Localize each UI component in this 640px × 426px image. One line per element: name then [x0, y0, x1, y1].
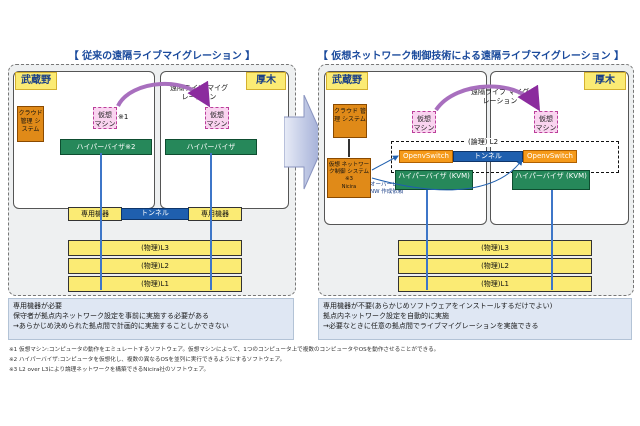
logical-l2-region [391, 141, 619, 173]
footnote-1: ※1 仮想マシン:コンピュータの動作をエミュレートするソフトウェア。仮想マシンに… [9, 347, 440, 353]
right-connection-line-a [426, 190, 428, 290]
left-summary-box: 専用機器が必要 保守者が拠点内ネットワーク設定を事前に実施する必要がある →あら… [8, 298, 294, 340]
left-physical-l2: (物理)L2 [68, 258, 242, 274]
left-hypervisor-a: ハイパーバイザ※2 [60, 139, 152, 155]
mgmt-to-vnet-connector [348, 139, 350, 157]
right-site-b-box [490, 71, 629, 225]
right-migration-label: 遠隔ライブ マイグレーション [470, 88, 530, 105]
left-connection-line-b [210, 153, 212, 290]
right-physical-l3: (物理)L3 [398, 240, 592, 256]
left-cloud-mgmt-system: クラウド 管理 システム [17, 106, 44, 142]
left-migration-arrow [116, 80, 211, 108]
vnet-system-label: 仮想 ネットワーク制御 システム※3 [328, 162, 370, 182]
left-vm-source: 仮想 マシン [93, 107, 117, 129]
right-summary-line-3: →必要なときに任意の拠点間でライブマイグレーションを実施できる [323, 322, 539, 330]
right-cloud-mgmt-system: クラウド 管理 システム [333, 104, 367, 138]
footnote-3: ※3 L2 over L3により論理ネットワークを構築できるNicira社のソフ… [9, 367, 210, 373]
vnet-system-vendor: Nicira [341, 184, 357, 190]
right-site-a-label: 武蔵野 [326, 72, 368, 90]
overlay-request-arrow-a [371, 155, 399, 171]
right-site-a-box [324, 71, 487, 225]
right-panel-title: 【 仮想ネットワーク制御技術による遠隔ライブマイグレーション 】 [317, 51, 625, 62]
right-physical-l2: (物理)L2 [398, 258, 592, 274]
right-vm-source: 仮想 マシン [412, 111, 436, 133]
left-summary-line-1: 専用機器が必要 [13, 302, 62, 310]
right-summary-box: 専用機器が不要(あらかじめソフトウェアをインストールするだけでよい) 拠点内ネッ… [318, 298, 632, 340]
left-physical-l1: (物理)L1 [68, 276, 242, 292]
left-summary-line-2: 保守者が拠点内ネットワーク設定を事前に実施する必要がある [13, 312, 209, 320]
right-summary-line-2: 拠点内ネットワーク設定を自動的に実施 [323, 312, 449, 320]
right-hypervisor-b: ハイパーバイザ (KVM) [512, 170, 590, 190]
left-site-b-label: 厚木 [246, 72, 286, 90]
left-connection-line-a [100, 153, 102, 290]
overlay-request-note: オーバーレイNW 作成依頼 [370, 182, 404, 195]
left-summary-line-3: →あらかじめ決められた拠点間で計画的に実施することしかできない [13, 322, 229, 330]
right-site-b-label: 厚木 [584, 72, 626, 90]
footnote-2: ※2 ハイパーバイザ:コンピュータを仮想化し、複数の異なるOSを並列に実行できる… [9, 357, 286, 363]
left-vm-destination: 仮想 マシン [205, 107, 229, 129]
right-virtual-network-control-system: 仮想 ネットワーク制御 システム※3 Nicira [327, 158, 371, 198]
right-migration-arrow [434, 84, 541, 112]
transition-arrow-icon [284, 95, 326, 190]
right-connection-line-b [551, 190, 553, 290]
left-tunnel: トンネル [121, 208, 189, 220]
right-summary-line-1: 専用機器が不要(あらかじめソフトウェアをインストールするだけでよい) [323, 302, 553, 310]
logical-l2-label: (論理) L2 [466, 138, 501, 147]
left-physical-l3: (物理)L3 [68, 240, 242, 256]
overlay-request-arrow-b [371, 159, 523, 191]
right-openvswitch-a: OpenvSwitch [399, 150, 453, 163]
left-vm-footnote-mark: ※1 [118, 113, 129, 121]
left-panel-title: 【 従来の遠隔ライブマイグレーション 】 [68, 51, 256, 62]
right-physical-l1: (物理)L1 [398, 276, 592, 292]
right-openvswitch-b: OpenvSwitch [523, 150, 577, 163]
left-site-a-label: 武蔵野 [15, 72, 57, 90]
right-vm-destination: 仮想 マシン [534, 111, 558, 133]
right-tunnel: トンネル [453, 151, 523, 162]
